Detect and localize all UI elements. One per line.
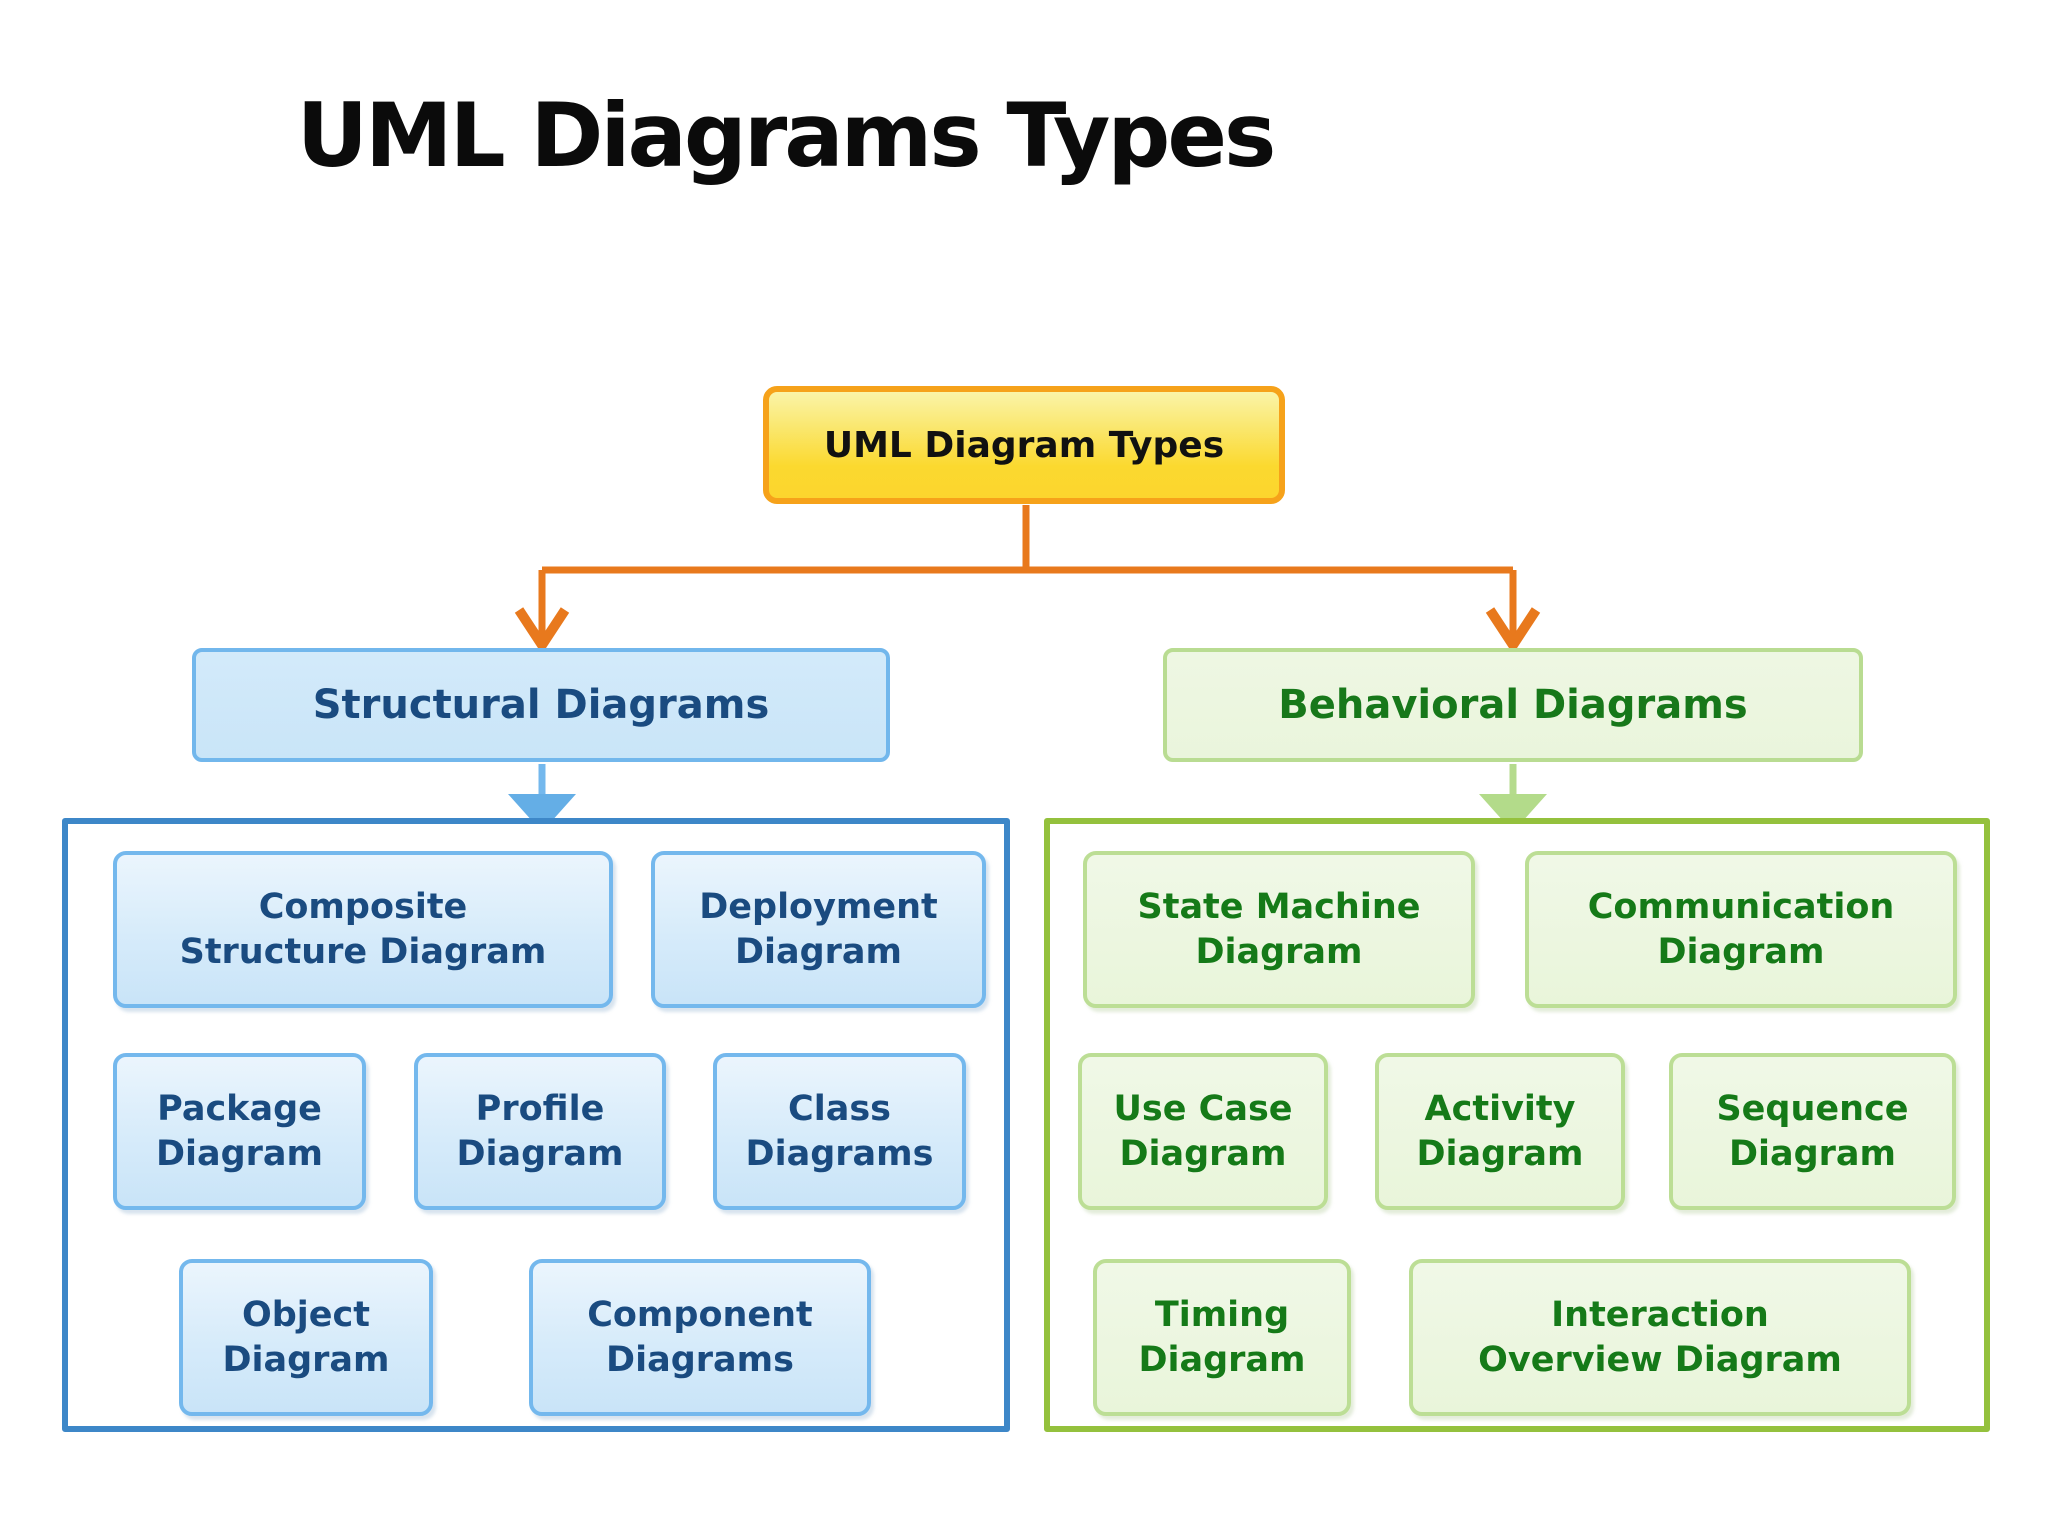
node-composite-structure-diagram: Composite Structure Diagram xyxy=(113,851,613,1008)
node-structural-diagrams: Structural Diagrams xyxy=(192,648,890,762)
node-component-diagrams: Component Diagrams xyxy=(529,1259,871,1416)
node-interaction-overview-diagram: Interaction Overview Diagram xyxy=(1409,1259,1911,1416)
node-deployment-diagram: Deployment Diagram xyxy=(651,851,986,1008)
orange-arrowhead-left-icon xyxy=(514,607,570,655)
node-sequence-diagram: Sequence Diagram xyxy=(1669,1053,1956,1210)
node-timing-diagram: Timing Diagram xyxy=(1093,1259,1351,1416)
node-state-machine-diagram: State Machine Diagram xyxy=(1083,851,1475,1008)
orange-connector-line xyxy=(538,505,1517,640)
node-object-diagram: Object Diagram xyxy=(179,1259,433,1416)
node-profile-diagram: Profile Diagram xyxy=(414,1053,666,1210)
node-use-case-diagram: Use Case Diagram xyxy=(1078,1053,1328,1210)
node-activity-diagram: Activity Diagram xyxy=(1375,1053,1625,1210)
node-class-diagrams: Class Diagrams xyxy=(713,1053,966,1210)
orange-arrowhead-right-icon xyxy=(1485,607,1541,655)
structural-group-container: Composite Structure Diagram Deployment D… xyxy=(62,818,1010,1432)
node-behavioral-diagrams: Behavioral Diagrams xyxy=(1163,648,1863,762)
page-title: UML Diagrams Types xyxy=(296,84,1277,187)
node-package-diagram: Package Diagram xyxy=(113,1053,366,1210)
node-uml-diagram-types: UML Diagram Types xyxy=(763,386,1285,504)
behavioral-group-container: State Machine Diagram Communication Diag… xyxy=(1044,818,1990,1432)
node-communication-diagram: Communication Diagram xyxy=(1525,851,1957,1008)
